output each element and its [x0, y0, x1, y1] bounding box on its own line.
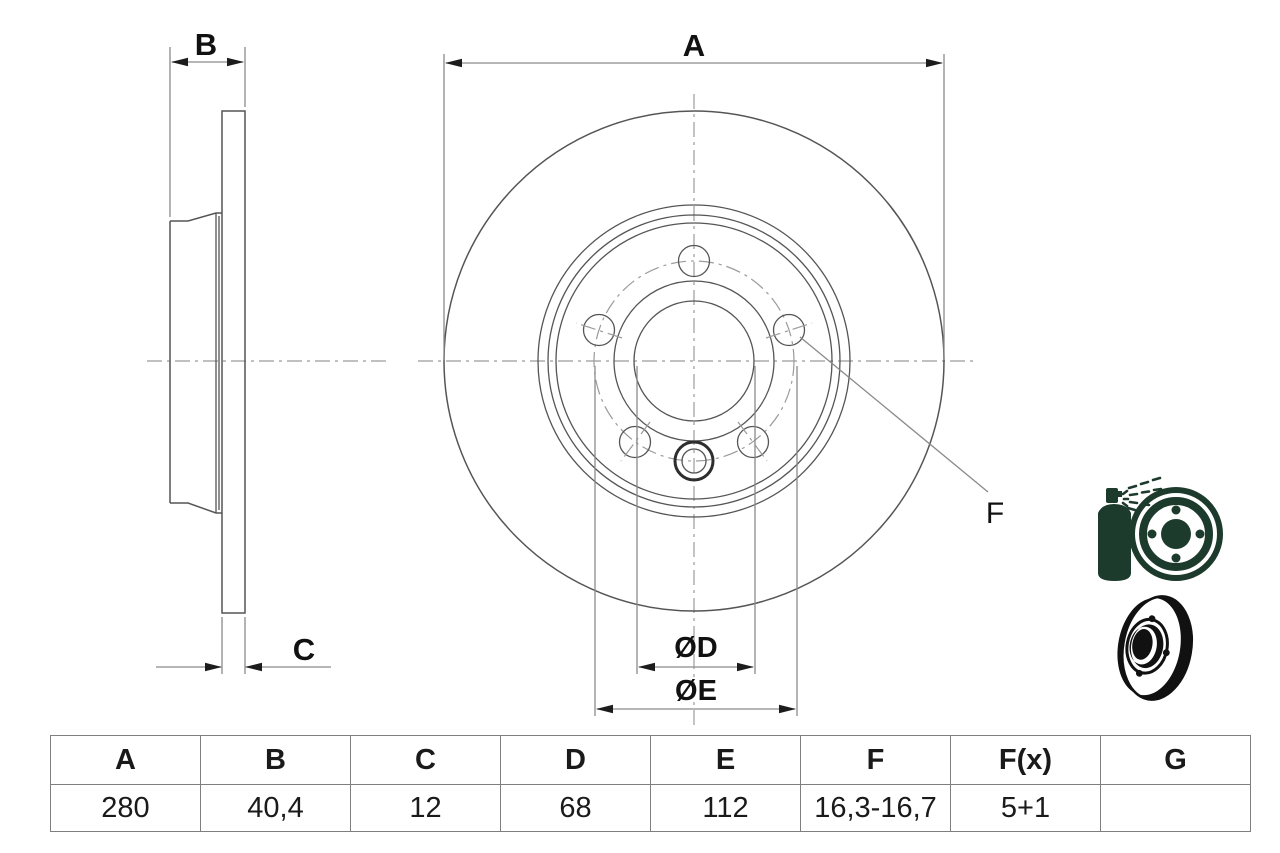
spec-header-row: A B C D E F F(x) G: [50, 735, 1251, 785]
spec-value-b: 40,4: [200, 784, 351, 832]
arrow-left-icon: [445, 58, 462, 68]
spec-header-d: D: [500, 735, 651, 785]
icon-disc-mid-ring: [1139, 497, 1213, 571]
disc-plate-section: [221, 110, 246, 614]
spec-header-fx: F(x): [950, 735, 1101, 785]
icon-disc-holes: [1135, 615, 1170, 677]
arrow-left-icon: [638, 662, 655, 672]
disc-outer-edge: [443, 110, 945, 612]
hat-ring-inner: [555, 222, 833, 500]
spec-header-a: A: [50, 735, 201, 785]
spec-table: A B C D E F F(x) G 280 40,4 12 68 112 16…: [50, 735, 1251, 832]
dimension-a-label: A: [683, 28, 705, 63]
arrow-left-icon: [171, 57, 188, 67]
arrow-right-icon: [737, 662, 754, 672]
spec-value-e: 112: [650, 784, 801, 832]
spec-header-e: E: [650, 735, 801, 785]
spec-header-c: C: [350, 735, 501, 785]
locating-hole: [673, 440, 715, 482]
dimension-b-label: B: [195, 27, 217, 62]
spec-value-row: 280 40,4 12 68 112 16,3-16,7 5+1: [50, 784, 1251, 832]
dimension-d: ØD: [636, 366, 756, 674]
dimension-a: A: [443, 28, 945, 360]
front-view: A ØD ØE F: [418, 28, 1004, 728]
f-leader-line: [799, 336, 989, 493]
spray-mist: [1121, 476, 1163, 512]
arrow-right-icon: [779, 704, 796, 714]
arrow-right-icon: [926, 58, 943, 68]
spec-value-fx: 5+1: [950, 784, 1101, 832]
dimension-f: F: [799, 336, 1004, 530]
icon-disc-rim: [1109, 590, 1200, 706]
dimension-e: ØE: [594, 366, 798, 716]
spray-can: [1098, 488, 1131, 581]
bolt-circle: [593, 260, 795, 462]
arrow-left-icon: [596, 704, 613, 714]
spec-value-c: 12: [350, 784, 501, 832]
spec-value-a: 280: [50, 784, 201, 832]
icon-disc-edge: [1121, 595, 1193, 701]
spray-can-disc-icon: [1098, 476, 1223, 581]
hat-ring-middle: [547, 214, 841, 508]
technical-drawing: B C: [147, 27, 1223, 728]
dimension-d-label: ØD: [674, 632, 718, 664]
icon-disc-holes: [1147, 505, 1205, 563]
dimension-f-label: F: [986, 497, 1004, 530]
arrow-left-icon: [245, 662, 262, 672]
dimension-e-label: ØE: [675, 675, 717, 707]
icon-disc-hub: [1161, 519, 1191, 549]
icon-hub-band: [1126, 621, 1167, 671]
dimension-c-label: C: [293, 632, 315, 667]
dimension-b: B: [169, 27, 246, 217]
spec-value-f: 16,3-16,7: [800, 784, 951, 832]
spec-value-d: 68: [500, 784, 651, 832]
spec-header-g: G: [1100, 735, 1251, 785]
cross-section-view: B C: [147, 27, 387, 674]
arrow-right-icon: [205, 662, 222, 672]
center-bore: [633, 300, 755, 422]
brake-disc-icon: [1109, 590, 1200, 706]
dimension-c: C: [156, 617, 331, 674]
spec-header-b: B: [200, 735, 351, 785]
arrow-right-icon: [227, 57, 244, 67]
hat-ring-outer: [537, 204, 851, 518]
icon-disc-bore: [1132, 629, 1153, 660]
spec-header-f: F: [800, 735, 951, 785]
spec-value-g: [1100, 784, 1251, 832]
bolt-holes: [575, 244, 813, 462]
disc-hat-section: [169, 212, 222, 514]
icon-disc-outer-ring: [1129, 487, 1223, 581]
